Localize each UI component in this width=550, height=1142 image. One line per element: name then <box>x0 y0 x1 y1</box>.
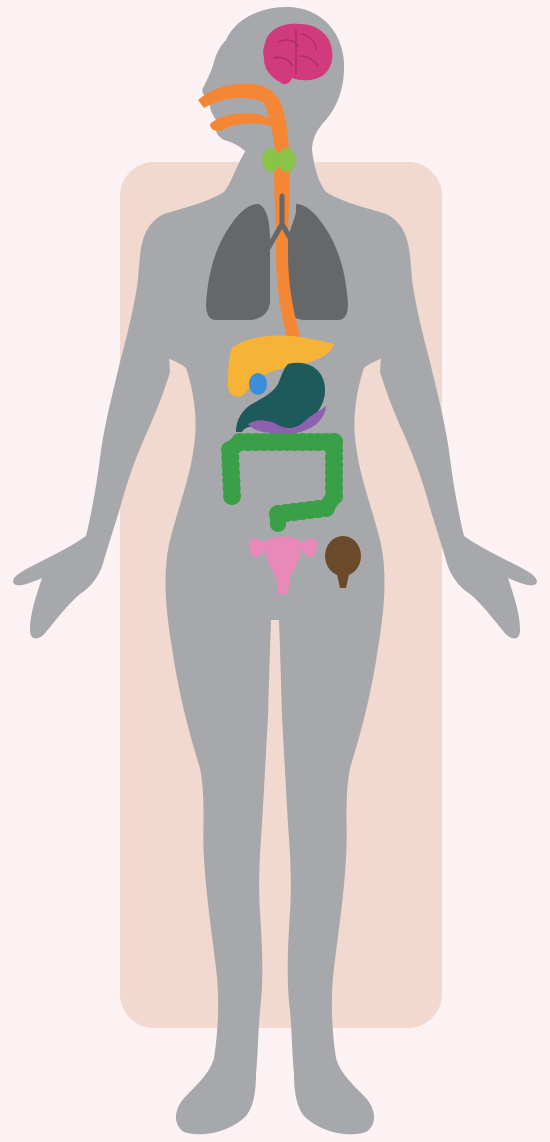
left-ovary <box>250 547 262 557</box>
brain-shape <box>263 24 332 84</box>
brain-icon <box>263 24 332 84</box>
thyroid-left-lobe <box>262 148 280 172</box>
right-ovary <box>304 547 316 557</box>
gallbladder-icon <box>249 373 267 395</box>
colon-bead <box>269 505 287 523</box>
thyroid-right-lobe <box>278 148 296 172</box>
